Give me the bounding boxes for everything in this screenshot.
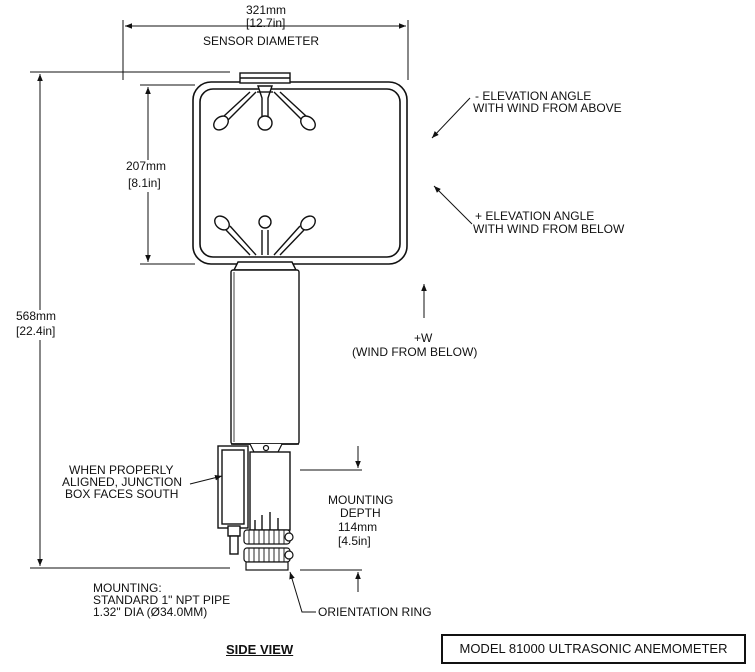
sensor-diameter-in: [12.7in] [246, 16, 286, 30]
mounting-note-line2: STANDARD 1" NPT PIPE [93, 593, 231, 607]
inner-height-dimension [140, 84, 195, 265]
sensor-diameter-mm: 321mm [246, 3, 287, 17]
w-description: (WIND FROM BELOW) [352, 345, 478, 359]
mounting-depth-in: [4.5in] [338, 534, 371, 548]
sensor-frame [192, 81, 408, 265]
body-neck [249, 443, 283, 453]
top-transducer-mount [239, 72, 291, 119]
junction-leader [189, 474, 223, 485]
orientation-ring [243, 529, 294, 571]
body-cylinder [230, 269, 300, 445]
top-transducers [213, 91, 316, 131]
pos-elevation-arrow [433, 185, 473, 225]
neg-elevation-arrow [431, 97, 471, 139]
model-title-box: MODEL 81000 ULTRASONIC ANEMOMETER [441, 634, 746, 664]
overall-height-dimension [30, 71, 230, 569]
overall-height-in: [22.4in] [16, 324, 56, 338]
inner-height-in: [8.1in] [128, 176, 161, 190]
mounting-note-line1: MOUNTING: [93, 581, 162, 595]
sensor-diameter-label: SENSOR DIAMETER [203, 34, 320, 48]
junction-note-line3: BOX FACES SOUTH [65, 487, 179, 501]
side-view-title: SIDE VIEW [226, 642, 294, 657]
w-label: +W [414, 331, 433, 345]
mounting-pipe [249, 451, 291, 531]
mounting-note-line3: 1.32" DIA (Ø34.0MM) [93, 605, 208, 619]
mounting-depth-line2: DEPTH [340, 506, 381, 520]
mounting-depth-line1: MOUNTING [328, 493, 394, 507]
junction-note-line1: WHEN PROPERLY [69, 463, 174, 477]
orientation-ring-label: ORIENTATION RING [318, 605, 432, 619]
overall-height-mm: 568mm [16, 309, 57, 323]
mounting-depth-mm: 114mm [338, 520, 378, 534]
neg-elevation-line1: - ELEVATION ANGLE [475, 89, 592, 103]
junction-note-line2: ALIGNED, JUNCTION [62, 475, 183, 489]
pos-elevation-line2: WITH WIND FROM BELOW [473, 222, 625, 236]
bottom-transducers [214, 215, 316, 271]
sensor-diameter-dimension [122, 20, 409, 80]
mounting-depth-dimension [300, 446, 362, 592]
junction-box [217, 445, 249, 555]
neg-elevation-line2: WITH WIND FROM ABOVE [473, 101, 622, 115]
orientation-ring-leader [289, 571, 316, 613]
inner-height-mm: 207mm [126, 159, 167, 173]
pos-elevation-line1: + ELEVATION ANGLE [475, 209, 595, 223]
